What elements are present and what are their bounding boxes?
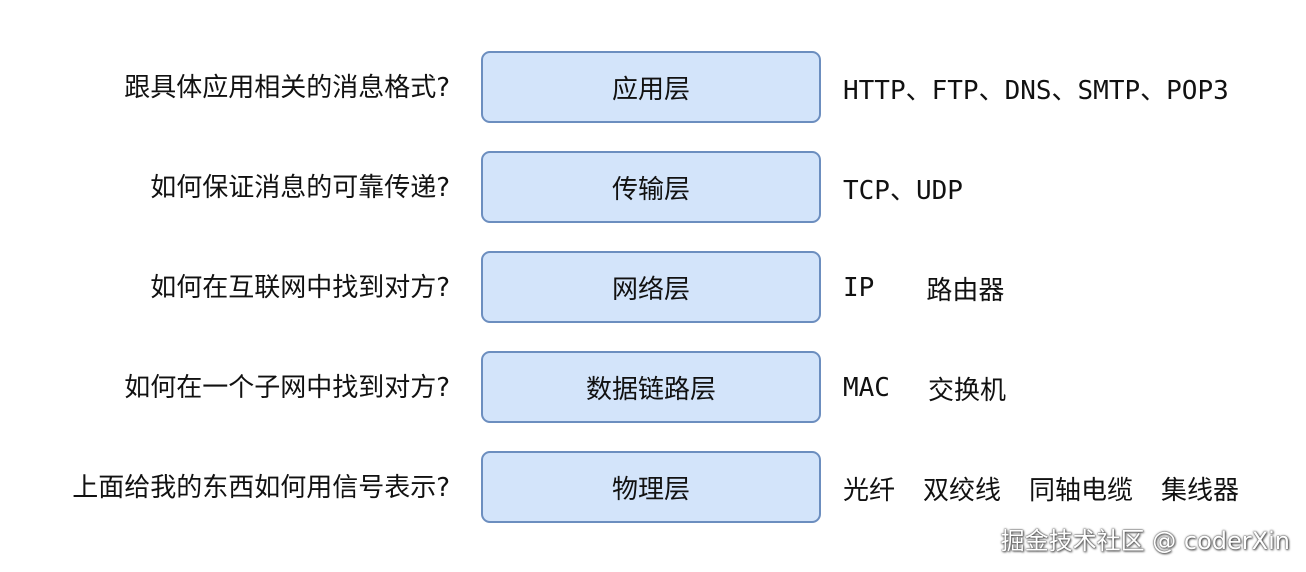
layer-examples: HTTP、FTP、DNS、SMTP、POP3: [843, 51, 1229, 125]
layer-question: 如何在一个子网中找到对方?: [124, 373, 450, 403]
example-item: IP: [843, 273, 875, 303]
layer-examples: TCP、UDP: [843, 151, 963, 225]
layer-row-data-link: 如何在一个子网中找到对方? 数据链路层 MAC 交换机: [0, 351, 1306, 425]
layer-name: 网络层: [611, 274, 690, 305]
example-item: 双绞线: [923, 475, 1002, 506]
example-item: 集线器: [1161, 475, 1240, 506]
layer-name: 数据链路层: [585, 374, 716, 405]
layer-box-data-link: 数据链路层: [481, 351, 821, 423]
layer-box-application: 应用层: [481, 51, 821, 123]
layer-row-application: 跟具体应用相关的消息格式? 应用层 HTTP、FTP、DNS、SMTP、POP3: [0, 51, 1306, 125]
layer-examples: MAC 交换机: [843, 351, 1006, 425]
layer-question: 跟具体应用相关的消息格式?: [124, 73, 450, 103]
layer-box-network: 网络层: [481, 251, 821, 323]
layer-box-transport: 传输层: [481, 151, 821, 223]
layer-name: 传输层: [611, 174, 690, 205]
protocol-list: TCP、UDP: [843, 175, 963, 206]
layer-examples: IP 路由器: [843, 251, 1004, 325]
layer-row-network: 如何在互联网中找到对方? 网络层 IP 路由器: [0, 251, 1306, 325]
example-item: MAC: [843, 373, 890, 403]
example-item: 同轴电缆: [1029, 475, 1134, 506]
layer-name: 物理层: [611, 474, 690, 505]
layer-box-physical: 物理层: [481, 451, 821, 523]
example-item: 光纤: [843, 475, 896, 506]
layer-question: 如何在互联网中找到对方?: [150, 273, 450, 303]
layer-name: 应用层: [611, 74, 690, 105]
watermark: 掘金技术社区 @ coderXin: [1000, 527, 1290, 555]
protocol-list: HTTP、FTP、DNS、SMTP、POP3: [843, 75, 1229, 106]
layer-row-physical: 上面给我的东西如何用信号表示? 物理层 光纤 双绞线 同轴电缆 集线器: [0, 451, 1306, 525]
layer-row-transport: 如何保证消息的可靠传递? 传输层 TCP、UDP: [0, 151, 1306, 225]
example-item: 交换机: [927, 375, 1006, 406]
layer-question: 上面给我的东西如何用信号表示?: [72, 473, 450, 503]
layer-examples: 光纤 双绞线 同轴电缆 集线器: [843, 451, 1239, 525]
example-item: 路由器: [926, 275, 1005, 306]
layer-question: 如何保证消息的可靠传递?: [150, 173, 450, 203]
